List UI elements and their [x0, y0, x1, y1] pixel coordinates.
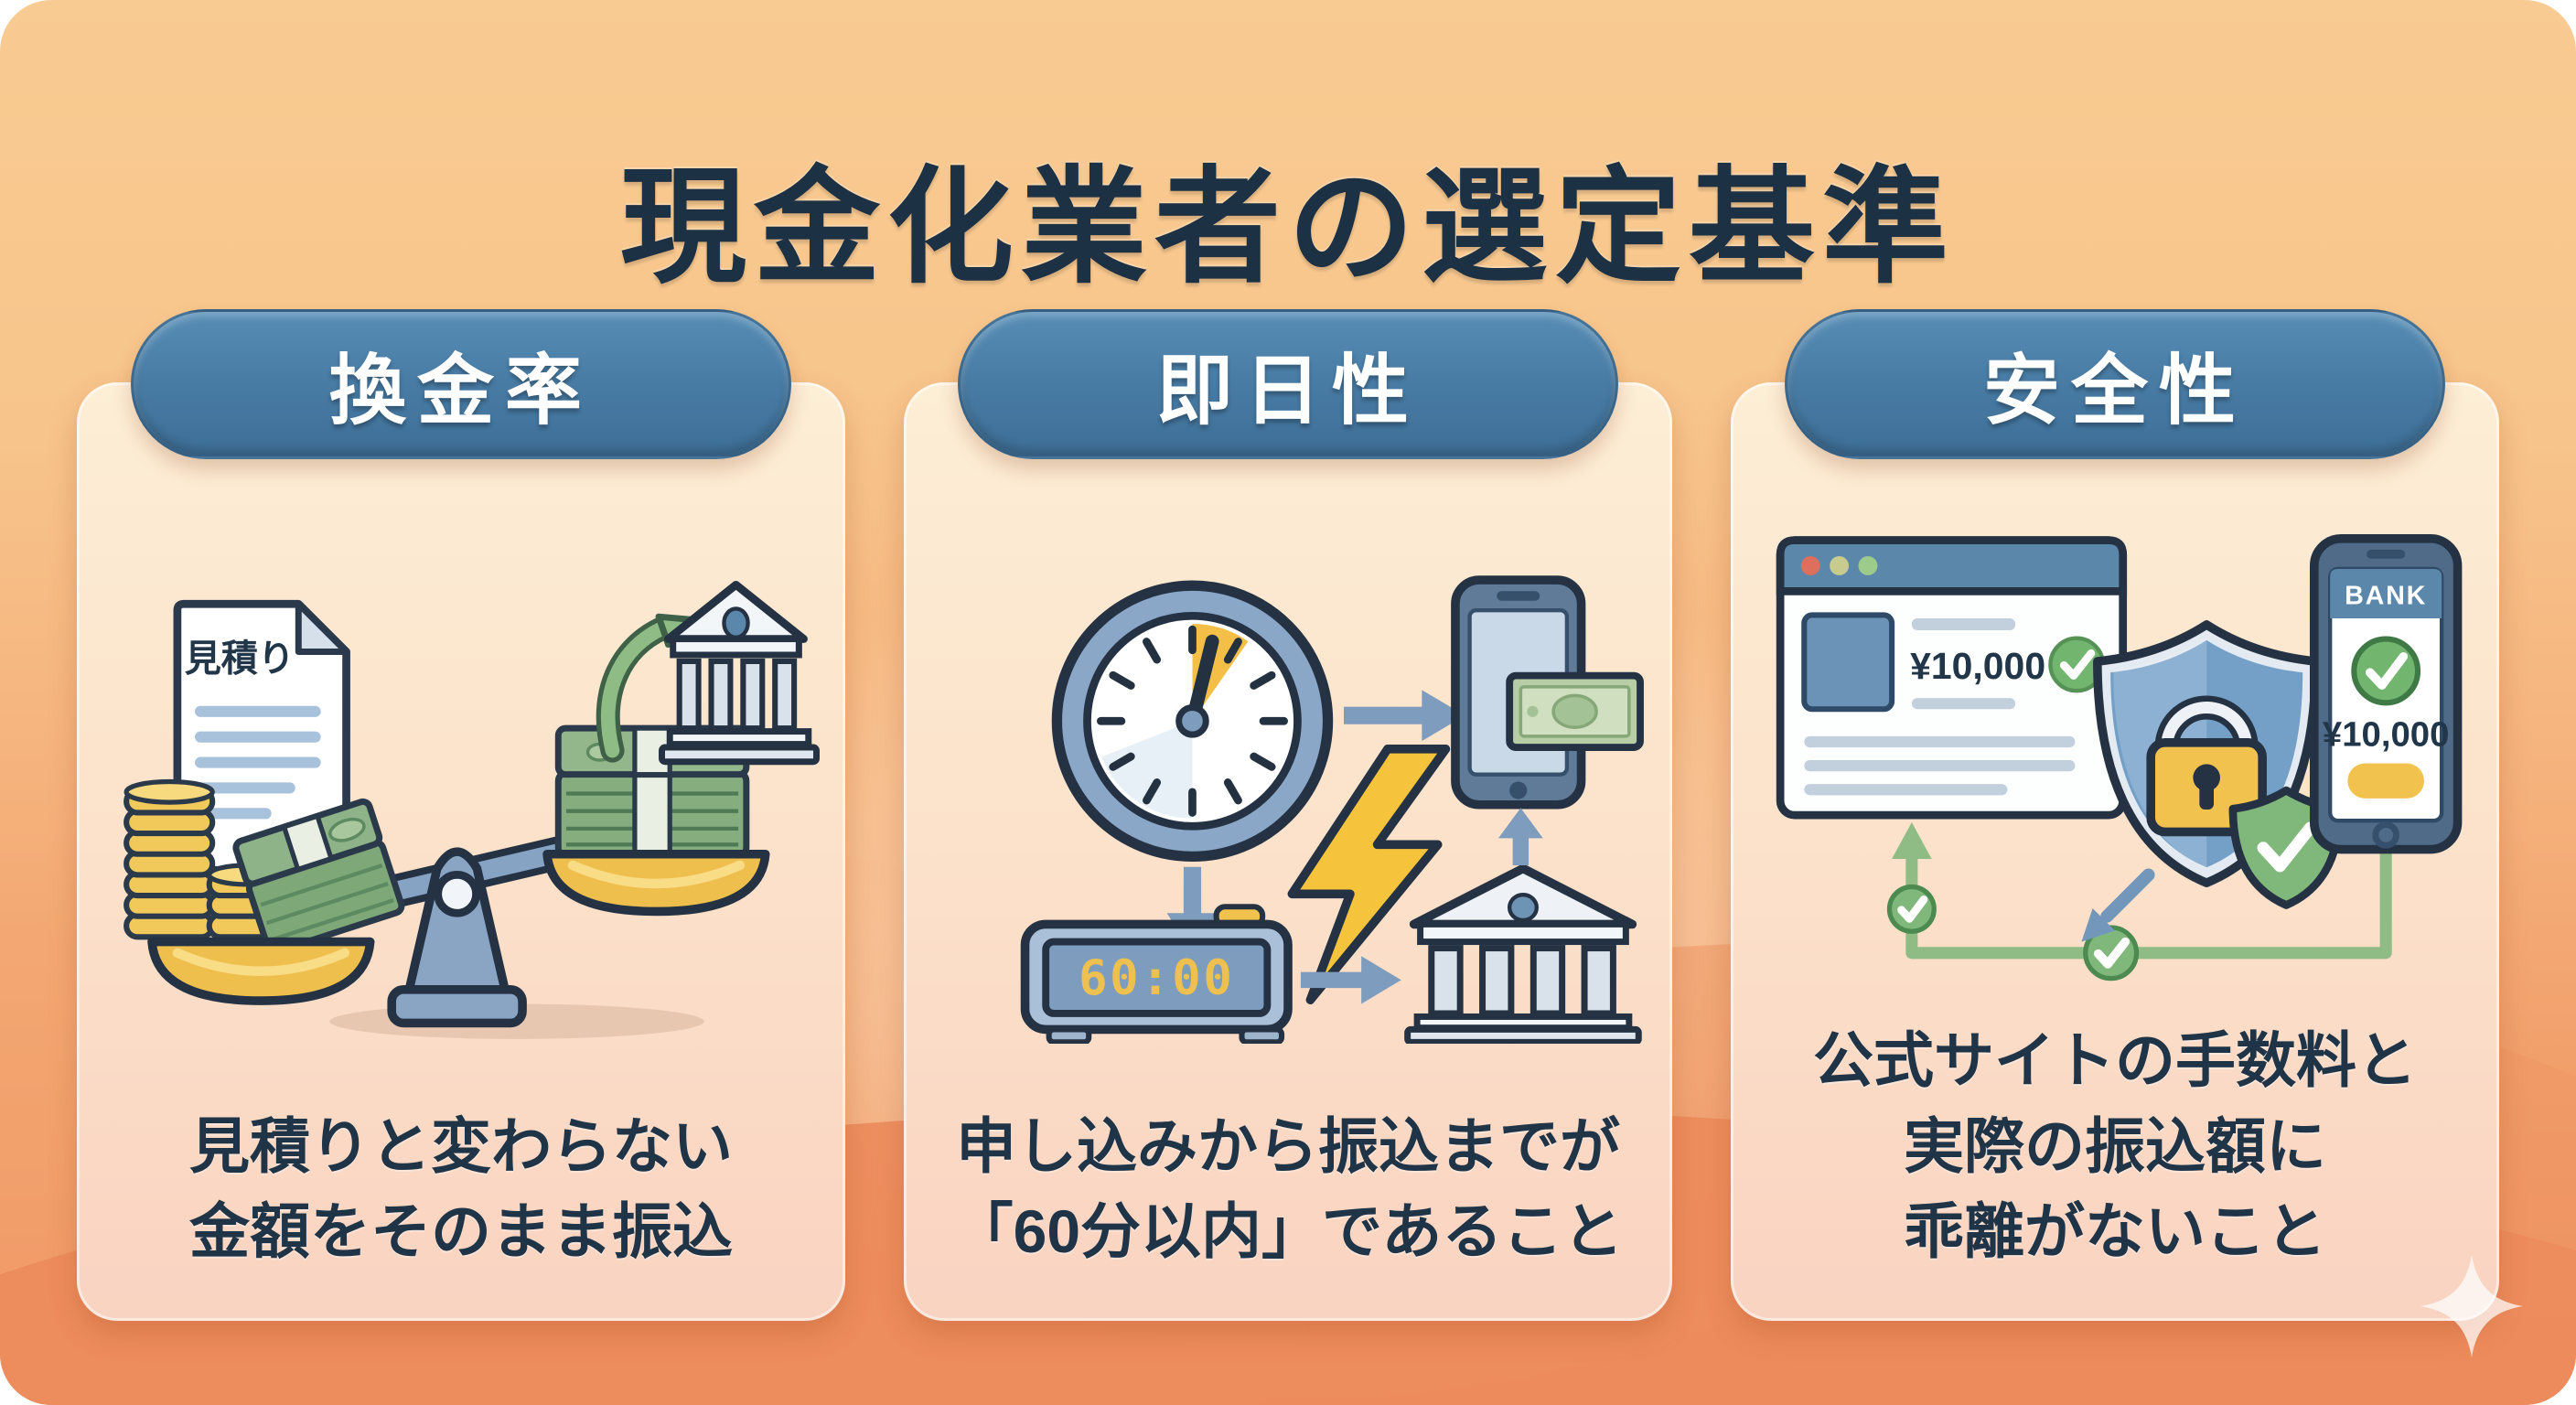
page-title: 現金化業者の選定基準	[619, 157, 1956, 299]
description-line: 「60分以内」であること	[952, 1197, 1624, 1266]
description-line: 実際の振込額に	[1904, 1111, 2326, 1180]
column-header-same-day: 即日性	[957, 309, 1619, 459]
column-header-safety: 安全性	[1784, 309, 2446, 459]
description-line: 金額をそのまま振込	[189, 1197, 733, 1266]
panel-exchange-rate: 見積り	[77, 382, 845, 1321]
illustration-exchange-rate: 見積り	[102, 490, 820, 1104]
safety-scene: ¥10,000	[1776, 534, 2463, 981]
criteria-columns: 換金率	[77, 309, 2499, 1321]
home-button	[2372, 821, 2399, 850]
document-label: 見積り	[185, 639, 295, 680]
panel-safety: ¥10,000	[1731, 382, 2499, 1321]
description-safety: 公式サイトの手数料と 実際の振込額に 乖離がないこと	[1813, 1018, 2417, 1275]
official-site-browser-icon: ¥10,000	[1776, 536, 2128, 820]
column-safety: 安全性	[1731, 309, 2499, 1321]
bank-icon	[659, 581, 820, 766]
app-button	[2347, 763, 2424, 799]
arrow-right-icon	[1300, 956, 1401, 1004]
timer-display: 60:00	[1079, 950, 1234, 1006]
arrow-up-icon	[1497, 808, 1543, 866]
bank-building-icon	[1404, 863, 1642, 1045]
scale-pan-right	[542, 850, 770, 917]
bank-app-title: BANK	[2345, 582, 2427, 611]
check-circle-icon	[2351, 636, 2421, 706]
browser-dot-yellow	[1830, 556, 1850, 576]
scale-pan-left	[147, 938, 375, 1006]
countdown-timer-icon: 60:00	[1020, 904, 1293, 1045]
description-exchange-rate: 見積りと変わらない 金額をそのまま振込	[189, 1104, 733, 1275]
column-header-exchange-rate: 換金率	[130, 309, 792, 459]
arrow-down-left-icon	[2081, 908, 2115, 942]
lightning-icon	[1287, 745, 1451, 1005]
bank-app-phone-icon: BANK ¥10,000	[2309, 534, 2463, 854]
browser-dot-red	[1800, 556, 1820, 576]
column-exchange-rate: 換金率	[77, 309, 845, 1321]
green-up-arrow-icon	[1892, 822, 1932, 860]
arrow-right-icon	[1343, 690, 1465, 742]
illustration-same-day: 60:00	[929, 490, 1647, 1104]
site-amount: ¥10,000	[1910, 646, 2045, 688]
description-same-day: 申し込みから振込までが 「60分以内」であること	[953, 1104, 1624, 1275]
balance-scale-scene: 見積り	[123, 581, 820, 1040]
column-same-day: 即日性	[904, 309, 1672, 1321]
smartphone-cash-icon	[1451, 575, 1644, 810]
app-amount: ¥10,000	[2323, 715, 2450, 755]
site-image-placeholder	[1801, 612, 1895, 713]
browser-dot-green	[1858, 556, 1878, 576]
description-line: 見積りと変わらない	[189, 1111, 733, 1180]
description-line: 乖離がないこと	[1904, 1197, 2326, 1266]
green-check-connector	[1886, 822, 2392, 981]
sparkle-icon	[2420, 1255, 2523, 1357]
illustration-safety: ¥10,000	[1756, 490, 2474, 1018]
speed-flow-scene: 60:00	[1020, 575, 1644, 1045]
description-line: 公式サイトの手数料と	[1813, 1025, 2417, 1094]
description-line: 申し込みから振込までが	[955, 1111, 1620, 1180]
cash-bundle-icon	[232, 799, 405, 956]
panel-same-day: 60:00	[904, 382, 1672, 1321]
analog-clock-icon	[1051, 580, 1334, 863]
